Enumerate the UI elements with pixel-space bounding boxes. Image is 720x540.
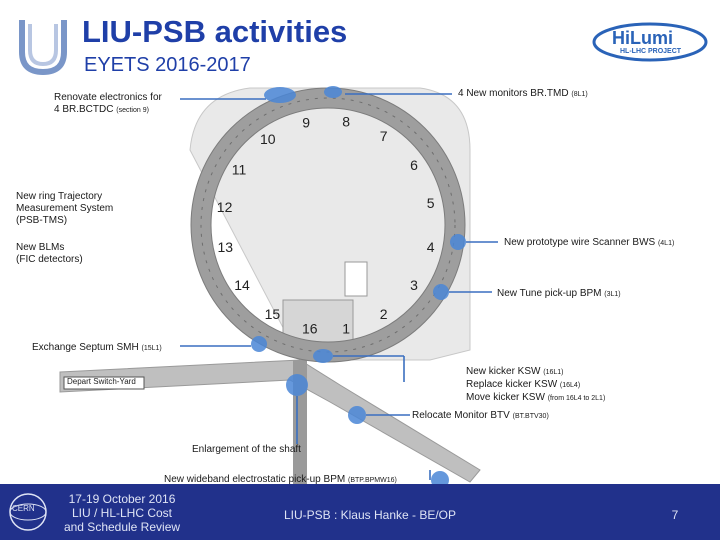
octant-number-16: 16	[302, 320, 318, 336]
footer-author: LIU-PSB : Klaus Hanke - BE/OP	[283, 508, 457, 522]
annotation-new-monitors: 4 New monitors BR.TMD (8L1)	[458, 88, 588, 99]
footer-page-number: 7	[671, 508, 679, 522]
octant-number-1: 1	[342, 320, 350, 336]
octant-number-4: 4	[427, 239, 435, 255]
octant-number-8: 8	[342, 114, 350, 130]
octant-number-12: 12	[217, 199, 233, 215]
annotation-shaft: Enlargement of the shaft	[192, 444, 301, 455]
page-title: LIU-PSB activities	[82, 14, 348, 49]
svg-text:HiLumi: HiLumi	[612, 28, 673, 48]
marker-kicker	[313, 349, 333, 363]
octant-number-3: 3	[410, 277, 418, 293]
octant-number-13: 13	[218, 239, 234, 255]
page-subtitle: EYETS 2016-2017	[84, 54, 251, 76]
marker-shaft	[286, 374, 308, 396]
cern-logo-icon	[9, 493, 47, 531]
liu-logo	[14, 16, 72, 76]
octant-number-7: 7	[380, 128, 388, 144]
annotation-wideband: New wideband electrostatic pick-up BPM (…	[164, 474, 397, 485]
hilumi-logo-text: HL-LHC PROJECT	[620, 48, 682, 55]
octant-number-10: 10	[260, 131, 276, 147]
octant-number-5: 5	[427, 195, 435, 211]
marker-bws	[450, 234, 466, 250]
octant-number-9: 9	[302, 114, 310, 130]
octant-number-15: 15	[265, 306, 281, 322]
octant-number-6: 6	[410, 157, 418, 173]
annotation-kicker: New kicker KSW (16L1) Replace kicker KSW…	[466, 366, 606, 403]
annotation-tune-pickup: New Tune pick-up BPM (3L1)	[497, 288, 621, 299]
depart-switch-yard-label: Depart Switch-Yard	[67, 377, 136, 386]
marker-tmd	[324, 86, 342, 98]
liu-logo-icon	[19, 20, 67, 76]
annotation-septum: Exchange Septum SMH (15L1)	[32, 342, 162, 353]
annotation-wire-scanner: New prototype wire Scanner BWS (4L1)	[504, 237, 675, 248]
marker-bctdc	[264, 87, 296, 103]
octant-number-11: 11	[232, 161, 247, 177]
annotation-relocate: Relocate Monitor BTV (BT.BTV30)	[412, 410, 549, 421]
hilumi-logo: HiLumi HL-LHC PROJECT	[590, 20, 710, 64]
hilumi-logo-icon: HiLumi	[592, 22, 708, 62]
footer-bar: CERN 17-19 October 2016 LIU / HL-LHC Cos…	[0, 484, 720, 540]
marker-tune	[433, 284, 449, 300]
footer-event: 17-19 October 2016 LIU / HL-LHC Cost and…	[63, 492, 181, 534]
octant-number-2: 2	[380, 306, 388, 322]
octant-number-14: 14	[234, 277, 250, 293]
annotation-renovate: Renovate electronics for 4 BR.BCTDC (sec…	[54, 92, 162, 115]
marker-septum	[251, 336, 267, 352]
marker-btv	[348, 406, 366, 424]
cern-logo-text: CERN	[12, 504, 35, 513]
annotation-blms: New BLMs (FIC detectors)	[16, 242, 83, 265]
annotation-trajectory: New ring Trajectory Measurement System (…	[16, 191, 114, 226]
